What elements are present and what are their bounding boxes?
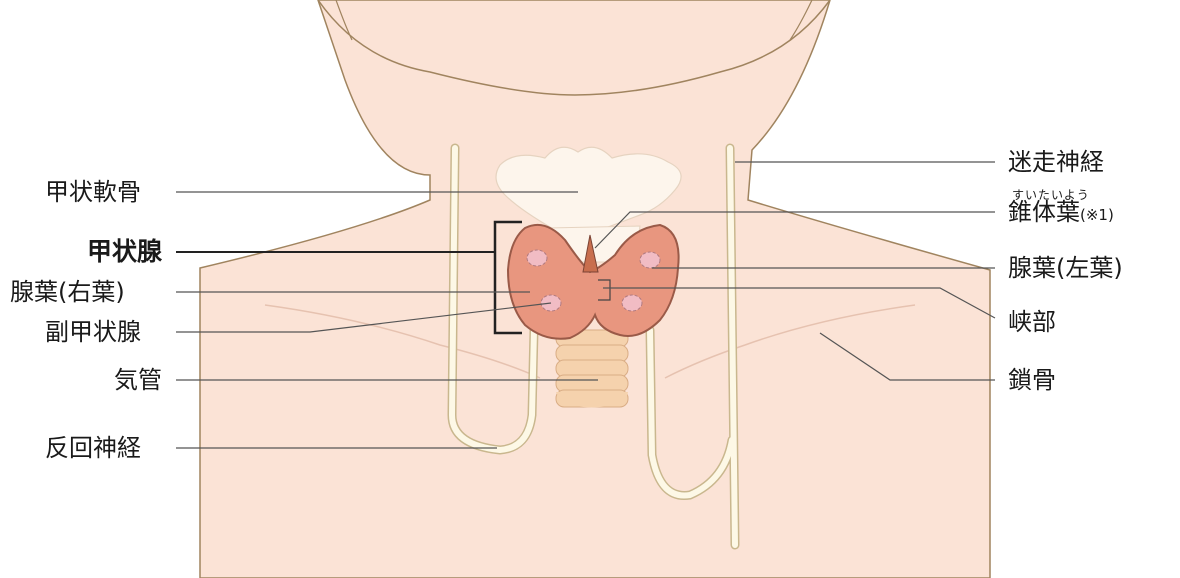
pyramidal-lobe-note: (※1) bbox=[1080, 206, 1114, 224]
label-pyramidal-lobe: 錐体葉(※1) bbox=[1008, 200, 1114, 224]
pyramidal-lobe-text: 錐体葉 bbox=[1008, 198, 1080, 226]
label-isthmus: 峡部 bbox=[1008, 310, 1056, 334]
label-recurrent-nerve: 反回神経 bbox=[45, 436, 141, 460]
label-parathyroid: 副甲状腺 bbox=[45, 320, 141, 344]
label-thyroid-cartilage: 甲状軟骨 bbox=[45, 180, 141, 204]
label-clavicle: 鎖骨 bbox=[1008, 368, 1056, 392]
label-left-lobe: 腺葉(左葉) bbox=[1008, 256, 1123, 280]
label-vagus-nerve: 迷走神経 bbox=[1008, 150, 1104, 174]
label-thyroid-gland: 甲状腺 bbox=[87, 239, 162, 264]
label-trachea: 気管 bbox=[114, 368, 162, 392]
label-right-lobe: 腺葉(右葉) bbox=[10, 280, 125, 304]
